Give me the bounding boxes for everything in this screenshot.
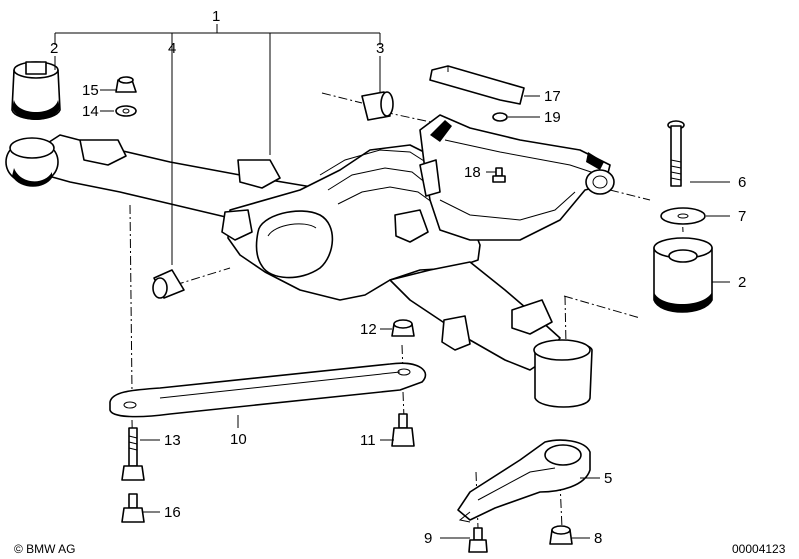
bolt-11 bbox=[391, 413, 415, 447]
leader-lines bbox=[54, 24, 730, 539]
callout-3: 3 bbox=[376, 40, 384, 57]
nut-8 bbox=[549, 525, 573, 545]
link-10 bbox=[109, 362, 427, 418]
callout-13: 13 bbox=[164, 432, 181, 449]
carrier-oval-opening bbox=[255, 210, 334, 279]
callout-10: 10 bbox=[230, 431, 247, 448]
callout-1: 1 bbox=[212, 8, 220, 25]
callout-9: 9 bbox=[424, 530, 432, 547]
bracket-lower bbox=[441, 315, 471, 351]
nut-12 bbox=[391, 319, 415, 337]
bolt-13 bbox=[121, 427, 145, 481]
center-lines bbox=[40, 91, 684, 529]
stop-block-17 bbox=[429, 65, 525, 105]
callouts: 1 2 3 4 15 14 17 19 18 6 7 2 12 13 10 11… bbox=[50, 8, 746, 547]
axle-carrier bbox=[5, 114, 615, 408]
callout-8: 8 bbox=[594, 530, 602, 547]
bracket-right bbox=[511, 299, 553, 335]
bolt-6 bbox=[667, 120, 685, 187]
screw-9 bbox=[468, 527, 488, 553]
callout-2-left: 2 bbox=[50, 40, 58, 57]
callout-5: 5 bbox=[604, 470, 612, 487]
nut-15 bbox=[115, 76, 137, 93]
bolt-16 bbox=[121, 493, 145, 523]
callout-12: 12 bbox=[360, 321, 377, 338]
callout-14: 14 bbox=[82, 103, 99, 120]
callout-11: 11 bbox=[360, 432, 376, 449]
bush-3 bbox=[361, 91, 394, 121]
callout-17: 17 bbox=[544, 88, 561, 105]
bush-4 bbox=[152, 269, 185, 299]
washer-19 bbox=[492, 112, 508, 122]
diagram-id: 00004123 bbox=[732, 542, 786, 556]
bracket-left bbox=[79, 139, 127, 166]
washer-7 bbox=[660, 207, 706, 225]
callout-4: 4 bbox=[168, 40, 176, 57]
callout-15: 15 bbox=[82, 82, 99, 99]
callout-19: 19 bbox=[544, 109, 561, 126]
bracket-upper bbox=[237, 159, 281, 189]
rubber-mount-left bbox=[11, 61, 61, 120]
bracket-mid bbox=[394, 209, 429, 243]
carrier-upper-frame bbox=[419, 114, 611, 241]
rubber-mount-right bbox=[653, 237, 713, 313]
bracket-center bbox=[221, 209, 253, 241]
callout-18: 18 bbox=[464, 164, 481, 181]
washer-14 bbox=[115, 105, 137, 117]
copyright-brand: © BMW AG bbox=[14, 542, 76, 556]
callout-7: 7 bbox=[738, 208, 746, 225]
bracket-5 bbox=[457, 439, 591, 523]
callout-2-right: 2 bbox=[738, 274, 746, 291]
footer: © BMW AG 00004123 bbox=[14, 542, 786, 556]
callout-16: 16 bbox=[164, 504, 181, 521]
callout-6: 6 bbox=[738, 174, 746, 191]
